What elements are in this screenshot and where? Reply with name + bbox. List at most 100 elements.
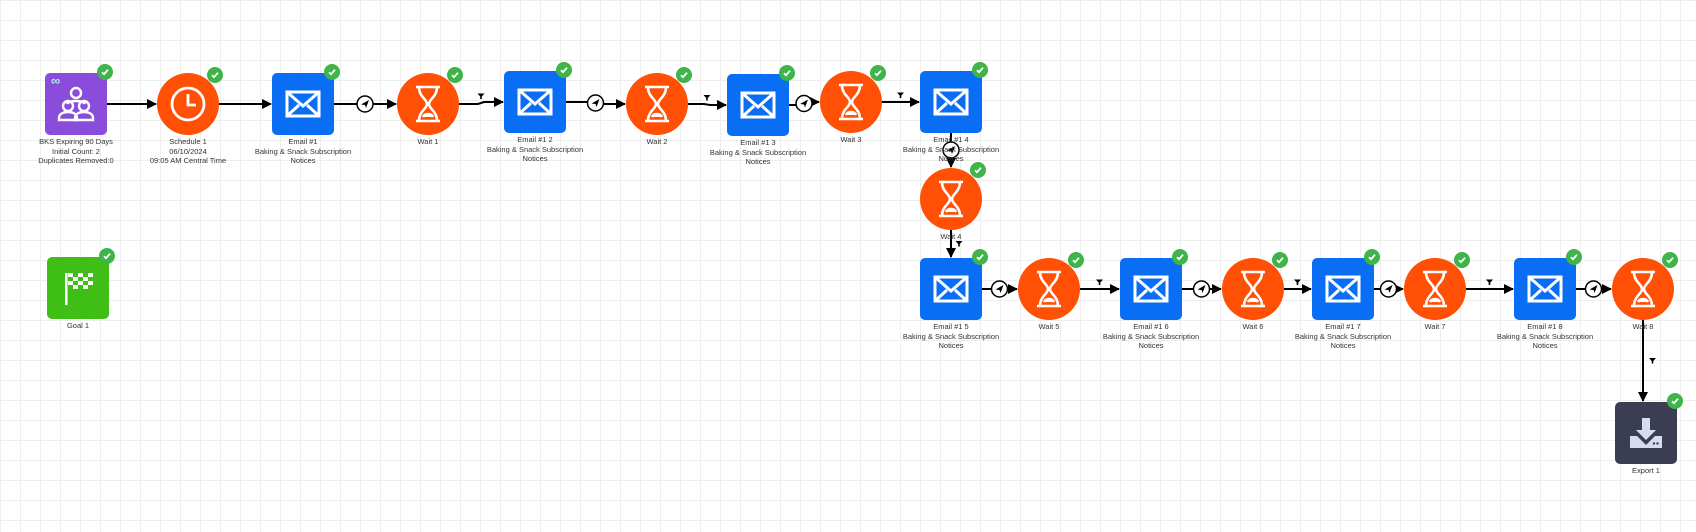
edge-wait7-to-email8[interactable] bbox=[1466, 279, 1514, 294]
check-icon bbox=[1454, 252, 1470, 268]
audience-shape[interactable]: ∞ bbox=[45, 73, 107, 135]
email-shape[interactable] bbox=[1312, 258, 1374, 320]
check-icon bbox=[1662, 252, 1678, 268]
edge-email8-to-wait8[interactable] bbox=[1576, 280, 1612, 298]
sent-icon[interactable] bbox=[795, 94, 813, 113]
check-icon bbox=[324, 64, 340, 80]
hourglass-icon bbox=[1238, 269, 1268, 309]
edge-wait5-to-email6[interactable] bbox=[1080, 279, 1120, 294]
filter-icon[interactable] bbox=[1486, 279, 1493, 286]
node-subtitle: Notices bbox=[938, 341, 964, 350]
filter-icon[interactable] bbox=[955, 241, 963, 247]
wait-shape[interactable] bbox=[1018, 258, 1080, 320]
node-label: Goal 1 bbox=[3, 321, 153, 331]
sent-icon[interactable] bbox=[1584, 280, 1603, 298]
filter-icon[interactable] bbox=[1096, 279, 1103, 286]
node-title: Email #1 5 bbox=[933, 322, 969, 331]
email-shape[interactable] bbox=[272, 73, 334, 135]
filter-icon[interactable] bbox=[1294, 279, 1301, 286]
filter-icon[interactable] bbox=[1649, 358, 1656, 364]
email-shape[interactable] bbox=[920, 71, 982, 133]
sent-icon[interactable] bbox=[1379, 280, 1398, 298]
node-subtitle: Baking & Snack Subscription bbox=[709, 147, 807, 157]
filter-icon[interactable] bbox=[477, 93, 485, 100]
sent-icon[interactable] bbox=[586, 94, 605, 112]
node-title: Email #1 8 bbox=[1527, 322, 1563, 331]
node-label: Wait 5 bbox=[974, 322, 1124, 332]
filter-icon[interactable] bbox=[897, 92, 904, 99]
schedule-shape[interactable] bbox=[157, 73, 219, 135]
node-title: Wait 8 bbox=[1632, 322, 1654, 331]
edge-wait1-to-email2[interactable] bbox=[459, 93, 504, 107]
edge-wait3-to-email4[interactable] bbox=[882, 92, 920, 107]
edge-email4-to-wait4[interactable] bbox=[942, 133, 960, 168]
wait-shape[interactable] bbox=[1222, 258, 1284, 320]
wait-shape[interactable] bbox=[820, 71, 882, 133]
node-label: Export 1 bbox=[1571, 466, 1696, 476]
check-icon bbox=[1364, 249, 1380, 265]
node-subtitle: Duplicates Removed:0 bbox=[38, 156, 114, 165]
sent-icon[interactable] bbox=[990, 280, 1009, 298]
export-shape[interactable] bbox=[1615, 402, 1677, 464]
node-title: Wait 3 bbox=[840, 135, 862, 144]
node-title: BKS Expiring 90 Days bbox=[39, 137, 113, 146]
envelope-icon bbox=[1133, 275, 1169, 303]
edge-wait4-to-email5[interactable] bbox=[946, 230, 963, 258]
check-icon bbox=[97, 64, 113, 80]
check-icon bbox=[447, 67, 463, 83]
wait-shape[interactable] bbox=[626, 73, 688, 135]
node-title: Wait 2 bbox=[646, 137, 668, 146]
node-subtitle: Notices bbox=[1532, 341, 1558, 350]
sent-icon[interactable] bbox=[356, 95, 374, 113]
node-subtitle: Baking & Snack Subscription bbox=[902, 331, 1000, 341]
check-icon bbox=[970, 162, 986, 178]
node-title: Export 1 bbox=[1632, 466, 1660, 475]
edge-email5-to-wait5[interactable] bbox=[982, 280, 1018, 298]
node-title: Wait 1 bbox=[417, 137, 439, 146]
email-shape[interactable] bbox=[1120, 258, 1182, 320]
edge-wait6-to-email7[interactable] bbox=[1284, 279, 1312, 294]
node-title: Email #1 7 bbox=[1325, 322, 1361, 331]
edge-wait2-to-email3[interactable] bbox=[688, 95, 727, 110]
hourglass-icon bbox=[1034, 269, 1064, 309]
edge-email7-to-wait7[interactable] bbox=[1374, 280, 1404, 298]
wait-shape[interactable] bbox=[920, 168, 982, 230]
email-shape[interactable] bbox=[920, 258, 982, 320]
node-title: Email #1 3 bbox=[740, 138, 776, 147]
infinity-icon: ∞ bbox=[51, 73, 61, 88]
node-label: Wait 4 bbox=[876, 232, 1026, 242]
wait-shape[interactable] bbox=[1404, 258, 1466, 320]
checkered-flag-icon bbox=[61, 270, 95, 306]
wait-shape[interactable] bbox=[1612, 258, 1674, 320]
filter-icon[interactable] bbox=[703, 95, 711, 101]
clock-icon bbox=[168, 84, 208, 124]
check-icon bbox=[779, 65, 795, 81]
edge-email6-to-wait6[interactable] bbox=[1182, 280, 1222, 298]
edge-email1-to-wait1[interactable] bbox=[334, 95, 397, 113]
node-subtitle: Baking & Snack Subscription bbox=[1496, 331, 1594, 341]
email-shape[interactable] bbox=[727, 74, 789, 136]
sent-icon[interactable] bbox=[942, 141, 960, 159]
node-subtitle: 09:05 AM Central Time bbox=[149, 156, 227, 165]
node-subtitle: Initial Count: 2 bbox=[52, 146, 100, 156]
goal-shape[interactable] bbox=[47, 257, 109, 319]
edge-line bbox=[459, 97, 504, 107]
edge-email2-to-wait2[interactable] bbox=[566, 94, 626, 112]
hourglass-icon bbox=[413, 84, 443, 124]
edge-email3-to-wait3[interactable] bbox=[789, 94, 820, 113]
check-icon bbox=[556, 62, 572, 78]
wait-shape[interactable] bbox=[397, 73, 459, 135]
edge-wait8-to-export1[interactable] bbox=[1638, 320, 1656, 402]
envelope-icon bbox=[1527, 275, 1563, 303]
sent-icon[interactable] bbox=[1192, 280, 1211, 298]
email-shape[interactable] bbox=[1514, 258, 1576, 320]
email-shape[interactable] bbox=[504, 71, 566, 133]
